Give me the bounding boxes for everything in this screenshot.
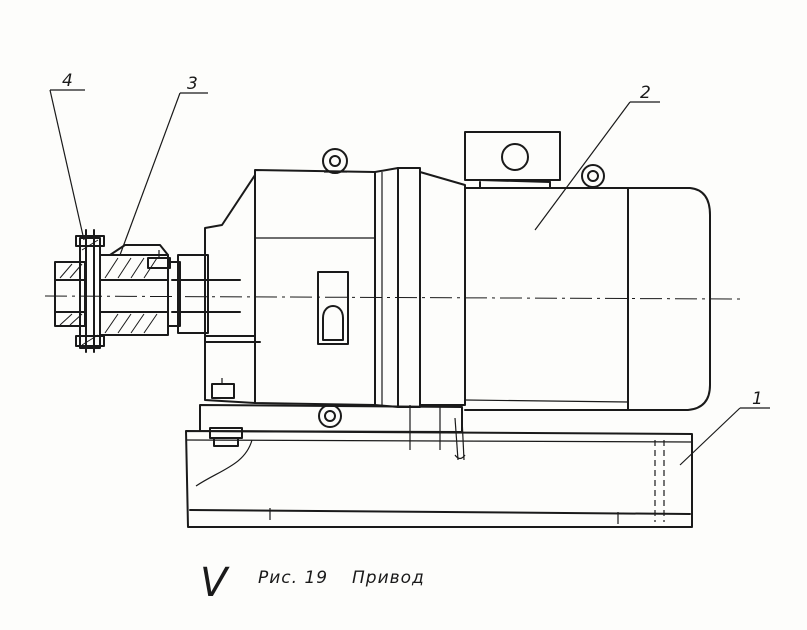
figure-number: Рис. 19 xyxy=(258,568,328,588)
callout-3-leader xyxy=(119,92,208,256)
figure-title: Привод xyxy=(352,568,425,588)
callout-1-leader xyxy=(679,407,770,466)
electric-motor xyxy=(464,131,711,411)
callout-2: 2 xyxy=(640,83,651,103)
reducer-housing xyxy=(199,167,466,461)
output-shaft xyxy=(167,254,241,334)
callout-3: 3 xyxy=(187,74,198,94)
flange-coupling xyxy=(54,229,105,353)
lifting-eye-bottom xyxy=(318,404,342,428)
caption-mark: V xyxy=(200,560,230,606)
base-frame xyxy=(185,430,693,528)
lifting-eye-top xyxy=(322,148,348,174)
callout-4: 4 xyxy=(62,71,73,91)
callout-2-leader xyxy=(534,101,660,231)
coupling-half xyxy=(99,244,171,336)
callout-4-leader xyxy=(49,89,85,241)
lifting-eye-motor xyxy=(581,164,605,188)
center-axis xyxy=(44,295,741,300)
callout-1: 1 xyxy=(752,389,763,409)
